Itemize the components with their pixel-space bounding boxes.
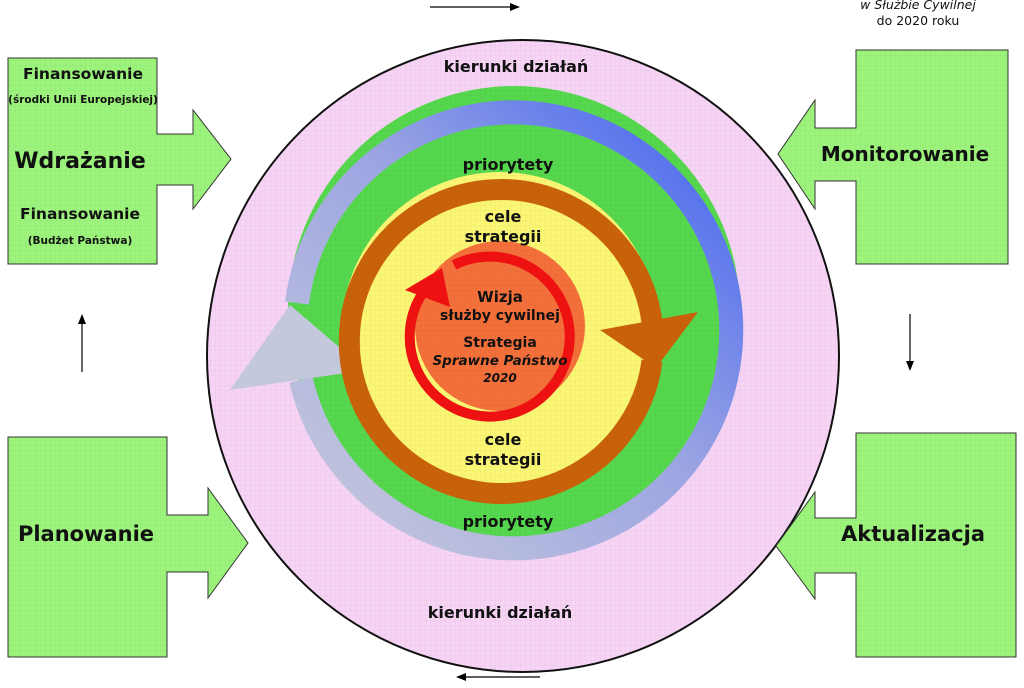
priorities-label-bottom: priorytety xyxy=(463,512,554,531)
outer-label-top: kierunki działań xyxy=(444,57,589,76)
corner-note-line2: do 2020 roku xyxy=(877,13,960,28)
cycle-arc-arrow xyxy=(230,100,744,561)
vision-label-1: Wizja xyxy=(477,288,523,306)
implementation-box xyxy=(7,57,232,265)
vision-label-2: służby cywilnej xyxy=(440,308,560,324)
update-box xyxy=(775,432,1017,658)
update-title: Aktualizacja xyxy=(841,522,985,546)
implementation-title: Wdrażanie xyxy=(14,149,145,174)
cycle-arrow-bottom xyxy=(456,673,540,681)
vision-core xyxy=(404,241,585,422)
planning-box xyxy=(7,436,249,658)
financing-eu-label: Finansowanie xyxy=(23,65,143,83)
planning-title: Planowanie xyxy=(18,522,154,546)
financing-eu-note: (środki Unii Europejskiej) xyxy=(8,94,158,106)
financing-budget-label: Finansowanie xyxy=(20,205,140,223)
monitoring-title: Monitorowanie xyxy=(821,142,989,166)
cycle-arrow-right xyxy=(906,314,914,371)
goals-label-top-1: cele xyxy=(485,207,522,226)
outer-label-bottom: kierunki działań xyxy=(428,603,573,622)
cycle-arrow-left xyxy=(78,314,86,372)
strategy-year: 2020 xyxy=(483,371,516,385)
strategy-name: Sprawne Państwo xyxy=(432,353,567,369)
goals-ring-arrow xyxy=(338,179,698,504)
cycle-arrow-top xyxy=(430,3,520,11)
goals-label-top-2: strategii xyxy=(465,227,542,246)
goals-label-bottom-1: cele xyxy=(485,430,522,449)
goals-label-bottom-2: strategii xyxy=(465,450,542,469)
priorities-label-top: priorytety xyxy=(463,155,554,174)
corner-note-line1: w Służbie Cywilnej xyxy=(860,0,976,12)
financing-budget-note: (Budżet Państwa) xyxy=(28,235,133,247)
strategy-label: Strategia xyxy=(463,335,537,351)
monitoring-box xyxy=(777,49,1009,265)
